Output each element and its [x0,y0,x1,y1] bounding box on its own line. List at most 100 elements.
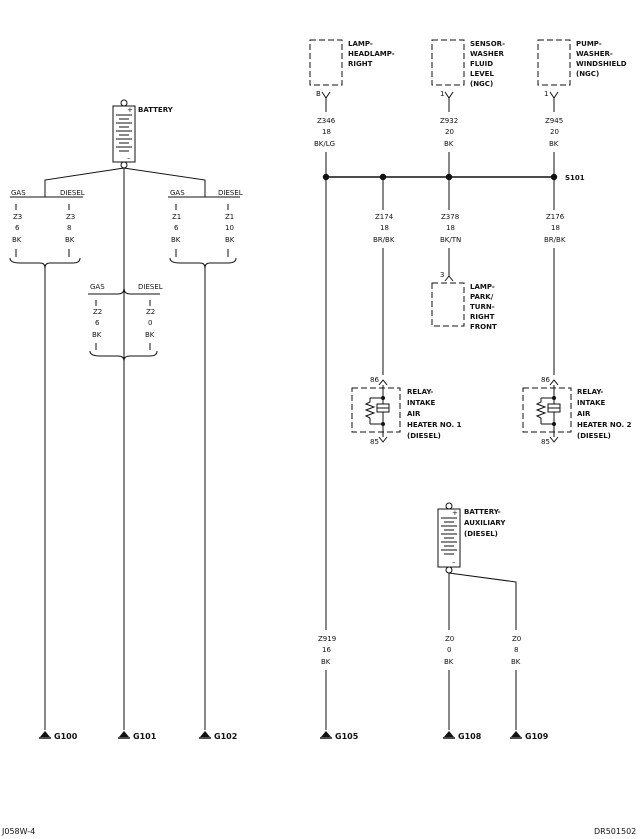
footer-right: DR501502 [594,827,636,836]
svg-text:6: 6 [95,319,100,327]
svg-text:(DIESEL): (DIESEL) [407,432,441,440]
svg-text:BK: BK [12,236,22,244]
ground-symbol [320,731,332,739]
battery-label: BATTERY [138,106,174,114]
svg-text:RELAY-: RELAY- [577,388,603,396]
svg-text:(NGC): (NGC) [576,70,599,78]
svg-text:DIESEL: DIESEL [138,283,163,291]
relay-1-symbol [351,387,401,437]
ground-label: G108 [458,732,482,741]
ground-symbol [510,731,522,739]
lamp-park-box [431,282,465,327]
sensor-washer-box [431,39,465,86]
svg-text:PUMP-: PUMP- [576,40,602,48]
svg-text:AIR: AIR [577,410,591,418]
svg-text:–: – [452,558,456,566]
svg-text:Z176: Z176 [546,213,565,221]
svg-text:Z3: Z3 [13,213,22,221]
svg-text:Z1: Z1 [225,213,234,221]
lamp-park-label: LAMP- PARK/ TURN- RIGHT FRONT [470,283,497,331]
svg-text:BK: BK [444,140,454,148]
svg-text:Z0: Z0 [445,635,454,643]
svg-text:BR/BK: BR/BK [373,236,395,244]
svg-text:0: 0 [148,319,152,327]
svg-text:–: – [127,154,131,162]
svg-text:BK: BK [225,236,235,244]
svg-text:FLUID: FLUID [470,60,493,68]
ground-label: G109 [525,732,549,741]
battery-auxiliary-label: BATTERY- AUXILIARY (DIESEL) [464,508,506,538]
svg-text:HEADLAMP-: HEADLAMP- [348,50,395,58]
pump-washer-label: PUMP- WASHER- WINDSHIELD (NGC) [576,40,627,78]
svg-text:RELAY-: RELAY- [407,388,433,396]
lamp-headlamp-label: LAMP- HEADLAMP- RIGHT [348,40,395,68]
svg-text:RIGHT: RIGHT [348,60,373,68]
svg-text:16: 16 [322,646,331,654]
svg-text:INTAKE: INTAKE [407,399,436,407]
svg-text:B: B [316,90,321,98]
pump-washer-box [537,39,571,86]
svg-text:BR/BK: BR/BK [544,236,566,244]
svg-text:BK: BK [92,331,102,339]
svg-text:Z932: Z932 [440,117,458,125]
svg-text:BK: BK [549,140,559,148]
svg-text:INTAKE: INTAKE [577,399,606,407]
svg-text:BK: BK [511,658,521,666]
ground-label: G102 [214,732,237,741]
svg-text:18: 18 [551,224,560,232]
svg-text:BATTERY-: BATTERY- [464,508,501,516]
svg-text:PARK/: PARK/ [470,293,494,301]
svg-text:LAMP-: LAMP- [470,283,495,291]
svg-text:GAS: GAS [90,283,105,291]
ground-symbol [39,731,51,739]
svg-text:6: 6 [15,224,20,232]
lamp-headlamp-box [309,39,343,86]
svg-text:85: 85 [370,438,379,446]
relay-1-label: RELAY- INTAKE AIR HEATER NO. 1 (DIESEL) [407,388,462,440]
svg-text:85: 85 [541,438,550,446]
svg-text:HEATER NO. 2: HEATER NO. 2 [577,421,632,429]
svg-text:LEVEL: LEVEL [470,70,494,78]
ground-symbol [199,731,211,739]
battery-symbol: + – [112,99,136,169]
svg-text:+: + [452,509,458,517]
ground-label: G100 [54,732,78,741]
svg-text:BK/LG: BK/LG [314,140,335,148]
svg-text:BK: BK [145,331,155,339]
svg-text:SENSOR-: SENSOR- [470,40,505,48]
svg-text:(DIESEL): (DIESEL) [464,530,498,538]
splice-label: S101 [565,174,585,182]
svg-text:LAMP-: LAMP- [348,40,373,48]
svg-text:DIESEL: DIESEL [218,189,243,197]
svg-text:Z0: Z0 [512,635,521,643]
svg-text:8: 8 [67,224,71,232]
svg-text:WASHER-: WASHER- [576,50,613,58]
svg-text:Z3: Z3 [66,213,75,221]
svg-text:Z919: Z919 [318,635,336,643]
svg-text:20: 20 [445,128,454,136]
svg-text:0: 0 [447,646,451,654]
svg-text:Z1: Z1 [172,213,181,221]
svg-text:Z945: Z945 [545,117,563,125]
ground-label: G105 [335,732,359,741]
svg-text:BK: BK [171,236,181,244]
svg-text:AUXILIARY: AUXILIARY [464,519,506,527]
relay-2-label: RELAY- INTAKE AIR HEATER NO. 2 (DIESEL) [577,388,632,440]
svg-text:+: + [127,106,133,114]
svg-text:86: 86 [541,376,550,384]
svg-text:Z378: Z378 [441,213,459,221]
svg-text:(DIESEL): (DIESEL) [577,432,611,440]
svg-text:6: 6 [174,224,179,232]
ground-symbol [118,731,130,739]
svg-text:BK: BK [444,658,454,666]
svg-text:86: 86 [370,376,379,384]
svg-text:3: 3 [440,271,444,279]
svg-text:WINDSHIELD: WINDSHIELD [576,60,627,68]
svg-text:8: 8 [514,646,518,654]
svg-text:FRONT: FRONT [470,323,497,331]
relay-2-symbol [522,387,572,437]
svg-text:BK/TN: BK/TN [440,236,461,244]
svg-text:18: 18 [446,224,455,232]
